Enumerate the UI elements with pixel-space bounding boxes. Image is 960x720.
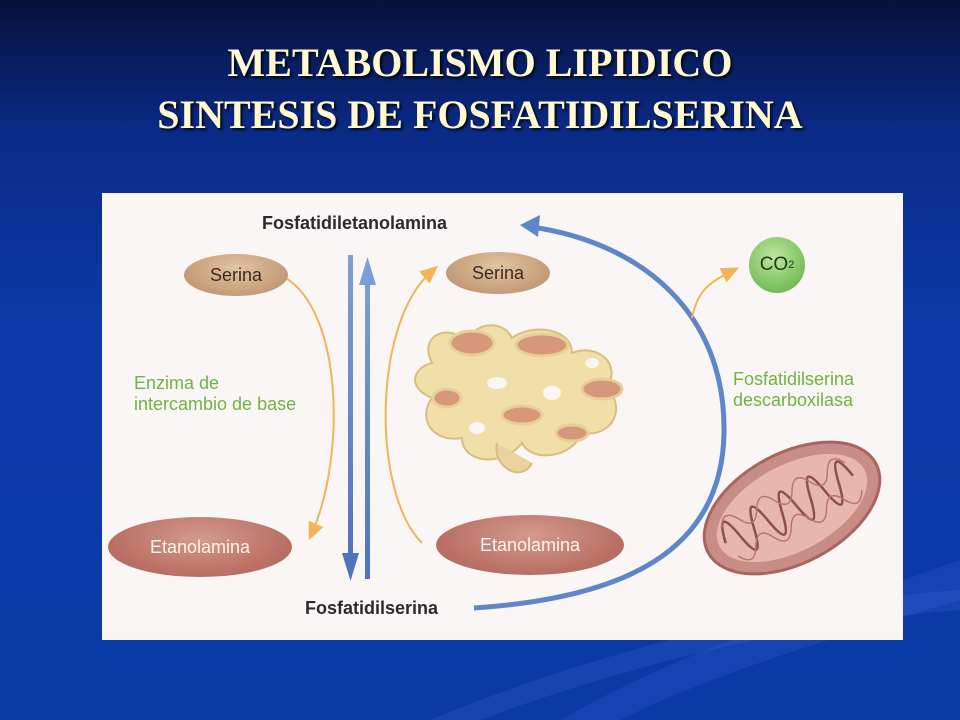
- diagram-panel: Fosfatidiletanolamina Fosfatidilserina S…: [102, 193, 903, 640]
- center-exchange-arrow: [384, 265, 439, 544]
- enzyme-exchange-line2: intercambio de base: [134, 394, 297, 414]
- fosfatidiletanolamina-label: Fosfatidiletanolamina: [262, 213, 448, 233]
- fosfatidilserina-label: Fosfatidilserina: [305, 598, 439, 618]
- diagram-arrows: [279, 215, 882, 611]
- enzyme-decarboxylase-label: Fosfatidilserina descarboxilasa: [733, 369, 854, 411]
- center-serina-node: Serina: [446, 252, 550, 294]
- up-arrow: [359, 257, 376, 579]
- left-etanolamina-node: Etanolamina: [108, 517, 292, 577]
- center-etanolamina-node: Etanolamina: [436, 515, 624, 575]
- left-serina-node: Serina: [184, 254, 288, 296]
- enzyme-decarboxylase-line2: descarboxilasa: [733, 390, 854, 410]
- enzyme-exchange-line1: Enzima de: [134, 373, 220, 393]
- co2-subscript: 2: [788, 259, 795, 271]
- center-etanolamina-label: Etanolamina: [479, 534, 581, 555]
- co2-main: CO: [759, 254, 789, 275]
- enzyme-decarboxylase-line1: Fosfatidilserina: [733, 369, 855, 389]
- slide-title-line2: SINTESIS DE FOSFATIDILSERINA: [157, 92, 803, 137]
- down-arrow: [342, 255, 359, 581]
- slide-title-line1: METABOLISMO LIPIDICO: [227, 40, 733, 85]
- left-serina-label: Serina: [209, 264, 263, 285]
- mitochondrion-icon: [702, 440, 882, 576]
- endoplasmic-reticulum-icon: [414, 324, 624, 474]
- left-exchange-arrow: [279, 274, 335, 541]
- left-etanolamina-label: Etanolamina: [149, 536, 251, 557]
- decarboxylation-curve-arrow: [473, 224, 727, 611]
- center-serina-label: Serina: [471, 262, 525, 283]
- enzyme-exchange-label: Enzima de intercambio de base: [134, 373, 296, 415]
- co2-release-arrow: [691, 267, 740, 319]
